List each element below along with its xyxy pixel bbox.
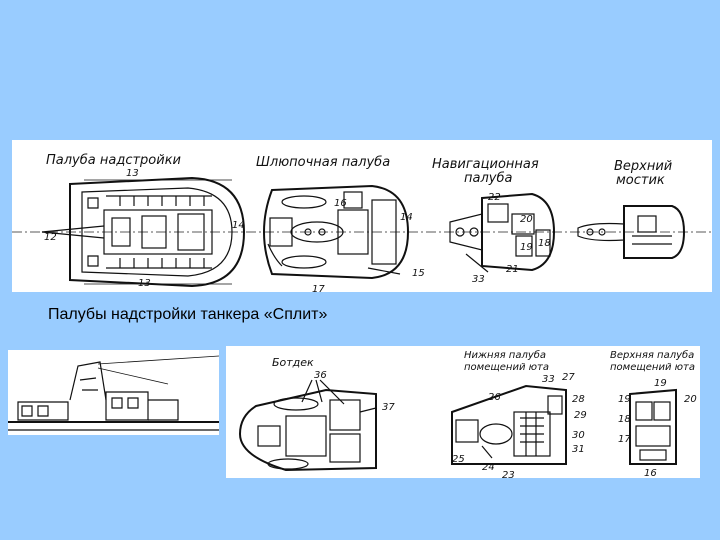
num-20: 20: [520, 214, 533, 225]
label-upper-aft-line2: помещений юта: [610, 362, 695, 373]
num-21: 21: [506, 264, 519, 275]
upper-bridge-plan: [577, 205, 686, 259]
num-18: 18: [538, 238, 551, 249]
num-26: 26: [488, 392, 501, 403]
label-upper-aft-line1: Верхняя палуба: [610, 349, 694, 361]
num-33-aft: 33: [542, 374, 555, 385]
num-31: 31: [572, 444, 585, 455]
num-14-deck2: 14: [400, 212, 413, 223]
num-22: 22: [488, 192, 501, 203]
num-18-aft: 18: [618, 414, 631, 425]
num-13-top: 13: [126, 168, 139, 179]
num-37: 37: [382, 402, 395, 413]
figure-caption: Палубы надстройки танкера «Сплит»: [48, 306, 328, 323]
label-boat-deck: Шлюпочная палуба: [256, 155, 390, 170]
num-16-aft: 16: [644, 468, 657, 478]
num-27: 27: [562, 372, 575, 383]
num-29: 29: [574, 410, 587, 421]
label-nav-deck-line1: Навигационная: [432, 157, 539, 172]
num-17: 17: [312, 284, 325, 292]
num-28: 28: [572, 394, 585, 405]
side-profile-drawing: [8, 355, 219, 431]
label-superstructure-deck: Палуба надстройки: [46, 153, 181, 168]
aft-decks-drawing: Ботдек 36 37 Нижняя палуба помещений юта…: [238, 349, 697, 478]
label-lower-aft-line1: Нижняя палуба: [464, 349, 546, 361]
num-15: 15: [412, 268, 425, 279]
num-13-bottom: 13: [138, 278, 151, 289]
num-19: 19: [520, 242, 533, 253]
num-12: 12: [44, 232, 57, 243]
num-16: 16: [334, 198, 347, 209]
deck-plans-top-drawing: Палуба надстройки Шлюпочная палуба Навиг…: [12, 153, 712, 292]
num-33: 33: [472, 274, 485, 285]
num-19-aft-top: 19: [654, 378, 667, 389]
label-nav-deck-line2: палуба: [464, 171, 512, 186]
upper-aft-deck-plan: [629, 388, 677, 465]
label-bottom-boat-deck: Ботдек: [272, 356, 314, 369]
num-36: 36: [314, 370, 327, 381]
side-profile-figure: [8, 350, 219, 435]
label-upper-bridge-line2: мостик: [616, 173, 665, 188]
deck-plans-top-figure: Палуба надстройки Шлюпочная палуба Навиг…: [12, 140, 712, 292]
lower-aft-deck-plan: [451, 384, 567, 465]
num-23: 23: [502, 470, 515, 478]
num-24: 24: [482, 462, 495, 473]
bottom-boat-deck-plan: [238, 379, 377, 472]
num-14-deck1: 14: [232, 220, 245, 231]
aft-decks-figure: Ботдек 36 37 Нижняя палуба помещений юта…: [226, 346, 700, 478]
num-30: 30: [572, 430, 585, 441]
num-25: 25: [452, 454, 465, 465]
label-lower-aft-line2: помещений юта: [464, 362, 549, 373]
num-17-aft: 17: [618, 434, 631, 445]
navigation-deck-plan: [449, 192, 556, 273]
superstructure-deck-plan: [41, 176, 246, 288]
label-upper-bridge-line1: Верхний: [614, 159, 672, 174]
num-19-aft-left: 19: [618, 394, 631, 405]
boat-deck-plan: [263, 184, 410, 280]
num-20-aft: 20: [684, 394, 697, 405]
